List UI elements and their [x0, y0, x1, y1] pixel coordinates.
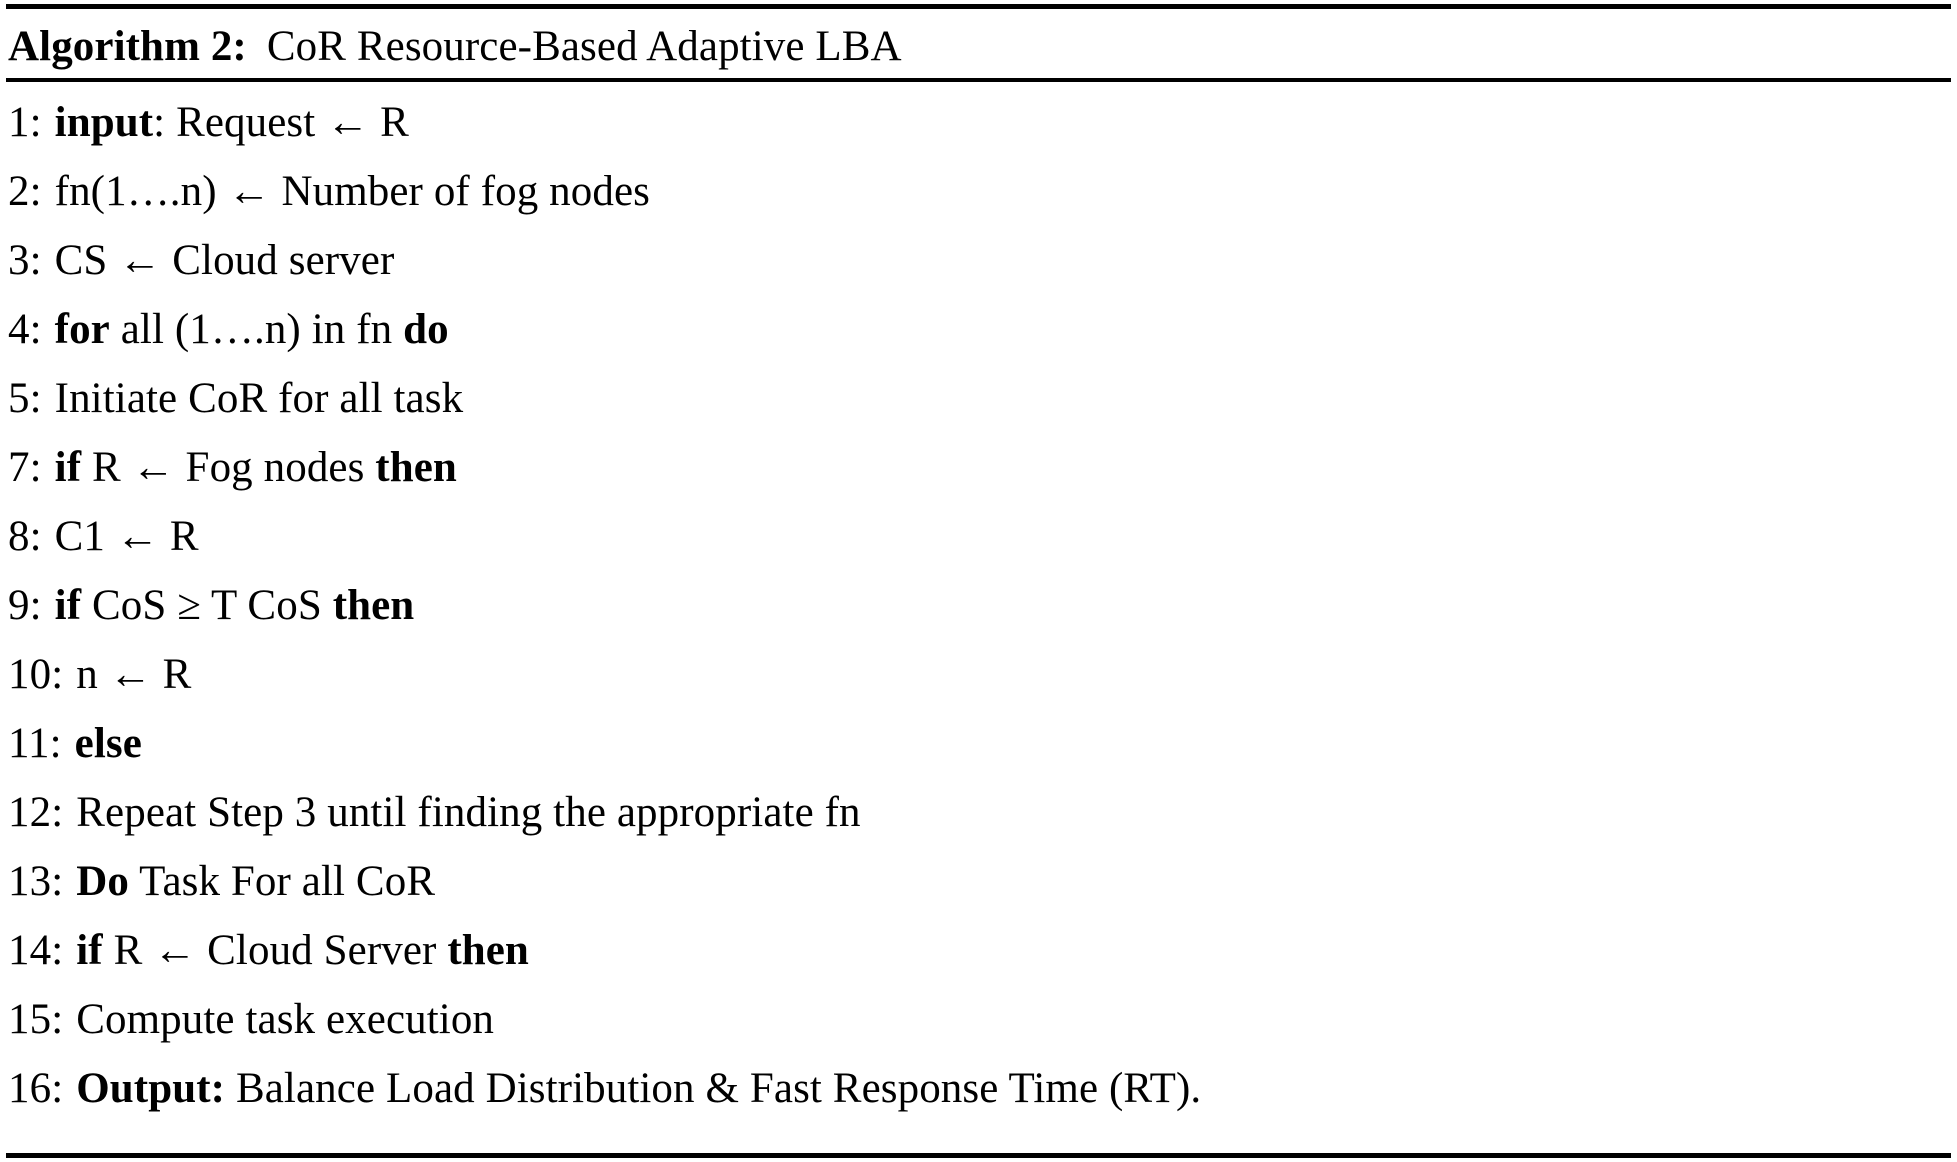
algorithm-text-span: Balance Load Distribution & Fast Respons… — [225, 1065, 1202, 1112]
algorithm-line-number: 8 — [8, 513, 42, 560]
algorithm-line-text: for all (1….n) in fn do — [55, 306, 449, 353]
algorithm-keyword: then — [447, 927, 529, 974]
algorithm-keyword: Output: — [76, 1065, 226, 1112]
algorithm-line: 15 Compute task execution — [8, 985, 1949, 1054]
algorithm-line-text: Output: Balance Load Distribution & Fast… — [76, 1065, 1201, 1112]
algorithm-line-number: 10 — [8, 651, 63, 698]
algorithm-line: 5 Initiate CoR for all task — [8, 364, 1949, 433]
algorithm-line-text: if R ← Cloud Server then — [76, 927, 529, 974]
algorithm-line-text: Do Task For all CoR — [76, 858, 435, 905]
algorithm-keyword: do — [403, 306, 449, 353]
algorithm-line: 8 C1 ← R — [8, 502, 1949, 571]
algorithm-text-span: Task For all CoR — [129, 858, 436, 905]
algorithm-line-number: 14 — [8, 927, 63, 974]
algorithm-keyword: Do — [76, 858, 130, 905]
algorithm-keyword: if — [76, 927, 103, 974]
algorithm-line-text: Repeat Step 3 until finding the appropri… — [76, 789, 860, 836]
algorithm-text-span: n ← R — [76, 651, 192, 698]
algorithm-line-text: fn(1….n) ← Number of fog nodes — [55, 168, 650, 215]
algorithm-keyword: input — [54, 99, 154, 146]
algorithm-line: 13 Do Task For all CoR — [8, 847, 1949, 916]
algorithm-line: 2 fn(1….n) ← Number of fog nodes — [8, 157, 1949, 226]
algorithm-line-text: Initiate CoR for all task — [55, 375, 464, 422]
horizontal-rule-top — [6, 4, 1951, 9]
algorithm-line: 4 for all (1….n) in fn do — [8, 295, 1949, 364]
algorithm-text-span: all (1….n) in fn — [109, 306, 404, 353]
algorithm-text-span: Compute task execution — [76, 996, 495, 1043]
algorithm-text-span: : Request ← R — [153, 99, 409, 146]
algorithm-line-list: 1 input: Request ← R 2 fn(1….n) ← Number of… — [8, 88, 1949, 1123]
algorithm-keyword: then — [332, 582, 415, 629]
algorithm-caption: Algorithm 2: CoR Resource-Based Adaptive … — [8, 18, 902, 76]
algorithm-line: 7 if R ← Fog nodes then — [8, 433, 1949, 502]
algorithm-line-text: else — [75, 720, 142, 767]
algorithm-block: Algorithm 2: CoR Resource-Based Adaptive … — [6, 0, 1951, 1162]
algorithm-caption-title: CoR Resource-Based Adaptive LBA — [266, 23, 902, 70]
algorithm-line-number: 5 — [8, 375, 42, 422]
algorithm-line-number: 9 — [8, 582, 42, 629]
algorithm-line: 16 Output: Balance Load Distribution & Fa… — [8, 1054, 1949, 1123]
algorithm-line-number: 7 — [8, 444, 42, 491]
algorithm-line-text: C1 ← R — [55, 513, 199, 560]
algorithm-line: 9 if CoS ≥ T CoS then — [8, 571, 1949, 640]
algorithm-text-span: CoS ≥ T CoS — [81, 582, 333, 629]
algorithm-line-number: 15 — [8, 996, 63, 1043]
algorithm-line-number: 16 — [8, 1065, 63, 1112]
algorithm-line-number: 12 — [8, 789, 63, 836]
horizontal-rule-bottom — [6, 1153, 1951, 1158]
algorithm-text-span: R ← Fog nodes — [81, 444, 376, 491]
algorithm-line-text: if R ← Fog nodes then — [55, 444, 457, 491]
algorithm-text-span: R ← Cloud Server — [102, 927, 448, 974]
algorithm-text-span: Repeat Step 3 until finding the appropri… — [76, 789, 861, 836]
algorithm-text-span: CS ← Cloud server — [54, 237, 395, 284]
horizontal-rule-middle — [6, 78, 1951, 82]
algorithm-line: 11 else — [8, 709, 1949, 778]
algorithm-line: 1 input: Request ← R — [8, 88, 1949, 157]
algorithm-line-text: n ← R — [76, 651, 191, 698]
algorithm-text-span: fn(1….n) ← Number of fog nodes — [54, 168, 650, 215]
algorithm-keyword: if — [54, 582, 82, 629]
algorithm-text-span: Initiate CoR for all task — [54, 375, 464, 422]
algorithm-line-number: 4 — [8, 306, 42, 353]
algorithm-line-number: 3 — [8, 237, 42, 284]
algorithm-line: 10 n ← R — [8, 640, 1949, 709]
algorithm-text-span: C1 ← R — [54, 513, 199, 560]
algorithm-line: 3 CS ← Cloud server — [8, 226, 1949, 295]
algorithm-caption-label: Algorithm 2: — [8, 23, 247, 70]
algorithm-line: 14 if R ← Cloud Server then — [8, 916, 1949, 985]
algorithm-line-number: 1 — [8, 99, 42, 146]
algorithm-keyword: then — [375, 444, 457, 491]
algorithm-keyword: if — [54, 444, 82, 491]
algorithm-line-text: CS ← Cloud server — [55, 237, 395, 284]
algorithm-line-text: Compute task execution — [76, 996, 494, 1043]
algorithm-keyword: for — [54, 306, 110, 353]
algorithm-line: 12 Repeat Step 3 until finding the approp… — [8, 778, 1949, 847]
algorithm-line-number: 11 — [8, 720, 62, 767]
algorithm-keyword: else — [74, 720, 142, 767]
algorithm-line-number: 2 — [8, 168, 42, 215]
algorithm-line-text: if CoS ≥ T CoS then — [55, 582, 415, 629]
algorithm-line-text: input: Request ← R — [55, 99, 409, 146]
algorithm-line-number: 13 — [8, 858, 63, 905]
